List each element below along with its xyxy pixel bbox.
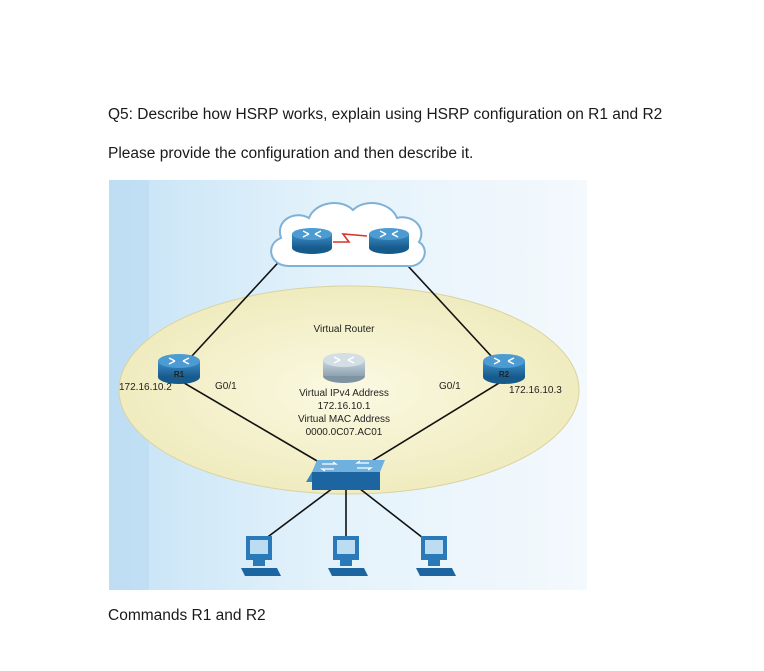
wan-link — [333, 233, 368, 243]
r1-ip: 172.16.10.2 — [119, 382, 172, 393]
virtual-ipv4-value: 172.16.10.1 — [318, 401, 371, 412]
r1-name: R1 — [174, 370, 185, 379]
router-icon — [158, 354, 200, 384]
pc-icon — [328, 536, 368, 576]
virtual-mac-value: 0000.0C07.AC01 — [306, 427, 383, 438]
virtual-mac-label: Virtual MAC Address — [298, 414, 390, 425]
lan-ellipse — [118, 285, 580, 495]
hsrp-diagram: Virtual Router Virtual IPv4 Address 172.… — [109, 180, 587, 590]
r2-name: R2 — [499, 370, 510, 379]
r2-interface: G0/1 — [439, 381, 461, 392]
pc-icon — [241, 536, 281, 576]
prompt-text: Please provide the configuration and the… — [108, 145, 474, 162]
switch-icon — [306, 460, 385, 490]
r1-interface: G0/1 — [215, 381, 237, 392]
virtual-ipv4-label: Virtual IPv4 Address — [299, 388, 389, 399]
pc-icon — [416, 536, 456, 576]
commands-text: Commands R1 and R2 — [108, 607, 266, 624]
router-icon — [292, 228, 332, 254]
virtual-router-title: Virtual Router — [314, 324, 376, 335]
r2-ip: 172.16.10.3 — [509, 385, 562, 396]
router-icon — [483, 354, 525, 384]
virtual-router-icon — [323, 353, 365, 383]
question-text: Q5: Describe how HSRP works, explain usi… — [108, 106, 663, 123]
router-icon — [369, 228, 409, 254]
